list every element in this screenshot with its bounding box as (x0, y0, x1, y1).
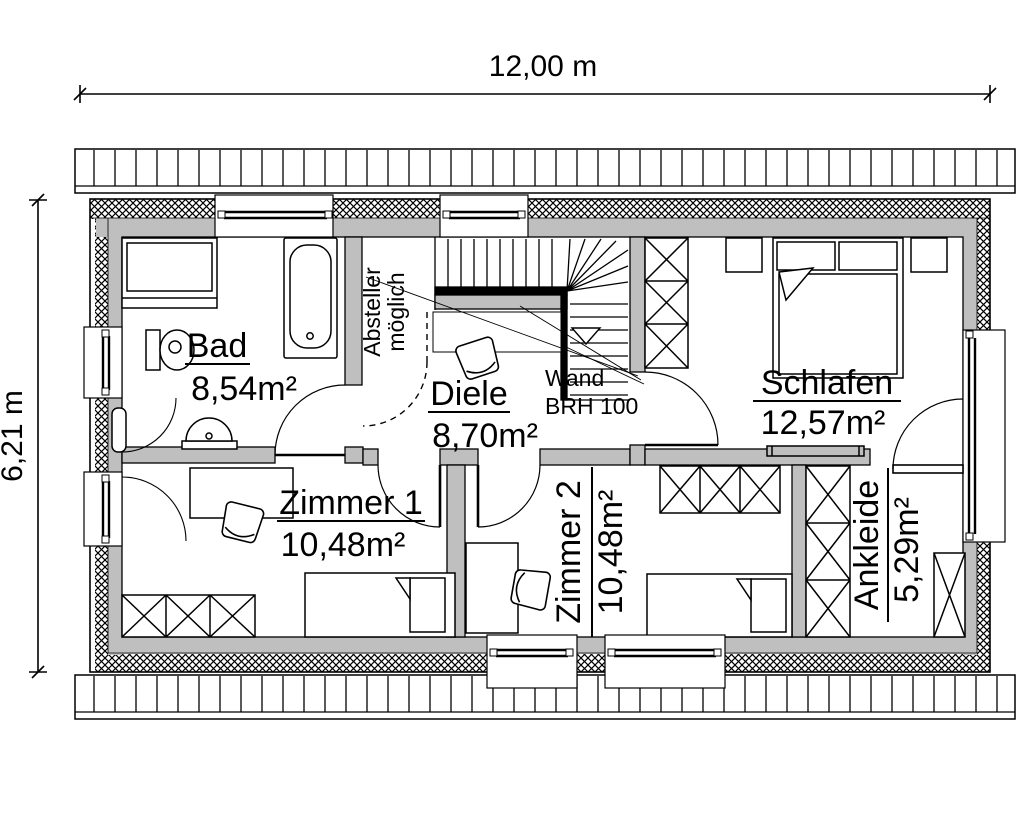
nightstand-icon (910, 237, 948, 273)
interior-walls (121, 236, 871, 638)
room-area: 10,48m² (281, 526, 406, 564)
shower-icon (121, 237, 218, 309)
room-ankleide (805, 465, 966, 638)
roof-overhang-top (74, 148, 1016, 194)
door-zimmer1 (377, 464, 442, 528)
door-bad (274, 384, 346, 457)
wardrobe-icon (933, 552, 966, 638)
dimension-height (29, 193, 47, 679)
room-schlafen (644, 237, 948, 457)
label-zimmer2: Zimmer 2 10,48m² (550, 467, 630, 637)
room-area: 5,29m² (888, 497, 926, 603)
wardrobe-icon (659, 465, 781, 514)
bathtub-icon (283, 237, 338, 359)
label-diele: Diele 8,70m² (428, 375, 538, 455)
wand-brh-pointers (365, 276, 645, 385)
window-left-2 (83, 471, 187, 547)
chair-icon (509, 566, 552, 612)
radiator-icon (111, 407, 127, 453)
label-zimmer1: Zimmer 1 10,48m² (277, 484, 425, 564)
double-bed-icon (772, 237, 904, 379)
svg-text:Wand: Wand (545, 365, 604, 391)
desk-icon (465, 542, 519, 634)
door-schlafen (644, 371, 719, 447)
toilet-icon (145, 329, 195, 371)
window-top-1 (214, 194, 334, 238)
room-name: Ankleide (848, 480, 886, 610)
room-name: Schlafen (761, 364, 893, 402)
nightstand-icon (725, 237, 763, 273)
room-zimmer2 (465, 465, 793, 638)
window-left-1 (83, 326, 177, 453)
room-name: Zimmer 2 (550, 480, 588, 624)
label-wand-brh: Wand BRH 100 (545, 365, 638, 419)
svg-text:BRH 100: BRH 100 (545, 393, 638, 419)
window-bottom-2 (604, 634, 726, 689)
single-bed-icon (646, 573, 793, 638)
label-absteller: Absteller möglich (359, 267, 409, 357)
dimension-width (73, 85, 997, 103)
room-name: Zimmer 1 (279, 484, 423, 522)
wardrobe-icon (644, 237, 689, 369)
label-bad: Bad 8,54m² (185, 327, 297, 408)
windows (83, 194, 1006, 689)
room-zimmer1 (121, 467, 456, 638)
wardrobe-icon (805, 465, 851, 638)
door-zimmer2 (476, 464, 541, 528)
room-name: Diele (430, 375, 507, 413)
room-bad (111, 237, 338, 453)
svg-text:Absteller: Absteller (359, 267, 385, 357)
room-diele (432, 311, 562, 382)
dimension-height-label: 6,21 m (0, 390, 29, 482)
label-schlafen: Schlafen 12,57m² (753, 364, 901, 442)
room-area: 8,70m² (432, 417, 538, 455)
window-right-balcony-door (892, 329, 1006, 543)
label-ankleide: Ankleide 5,29m² (848, 468, 926, 622)
doors (274, 312, 719, 528)
single-bed-icon (304, 572, 456, 638)
window-top-2 (439, 194, 529, 238)
door-absteller-optional (362, 312, 428, 427)
sink-icon (181, 417, 238, 450)
room-area: 8,54m² (191, 370, 297, 408)
staircase (434, 237, 630, 401)
window-bottom-1 (486, 634, 578, 689)
room-name: Bad (187, 327, 248, 365)
sideboard-icon (766, 445, 865, 457)
table-icon (432, 311, 562, 353)
dimension-width-label: 12,00 m (489, 50, 597, 83)
room-area: 12,57m² (761, 404, 886, 442)
wardrobe-icon (121, 594, 256, 638)
room-area: 10,48m² (592, 490, 630, 615)
svg-text:möglich: möglich (383, 272, 409, 351)
